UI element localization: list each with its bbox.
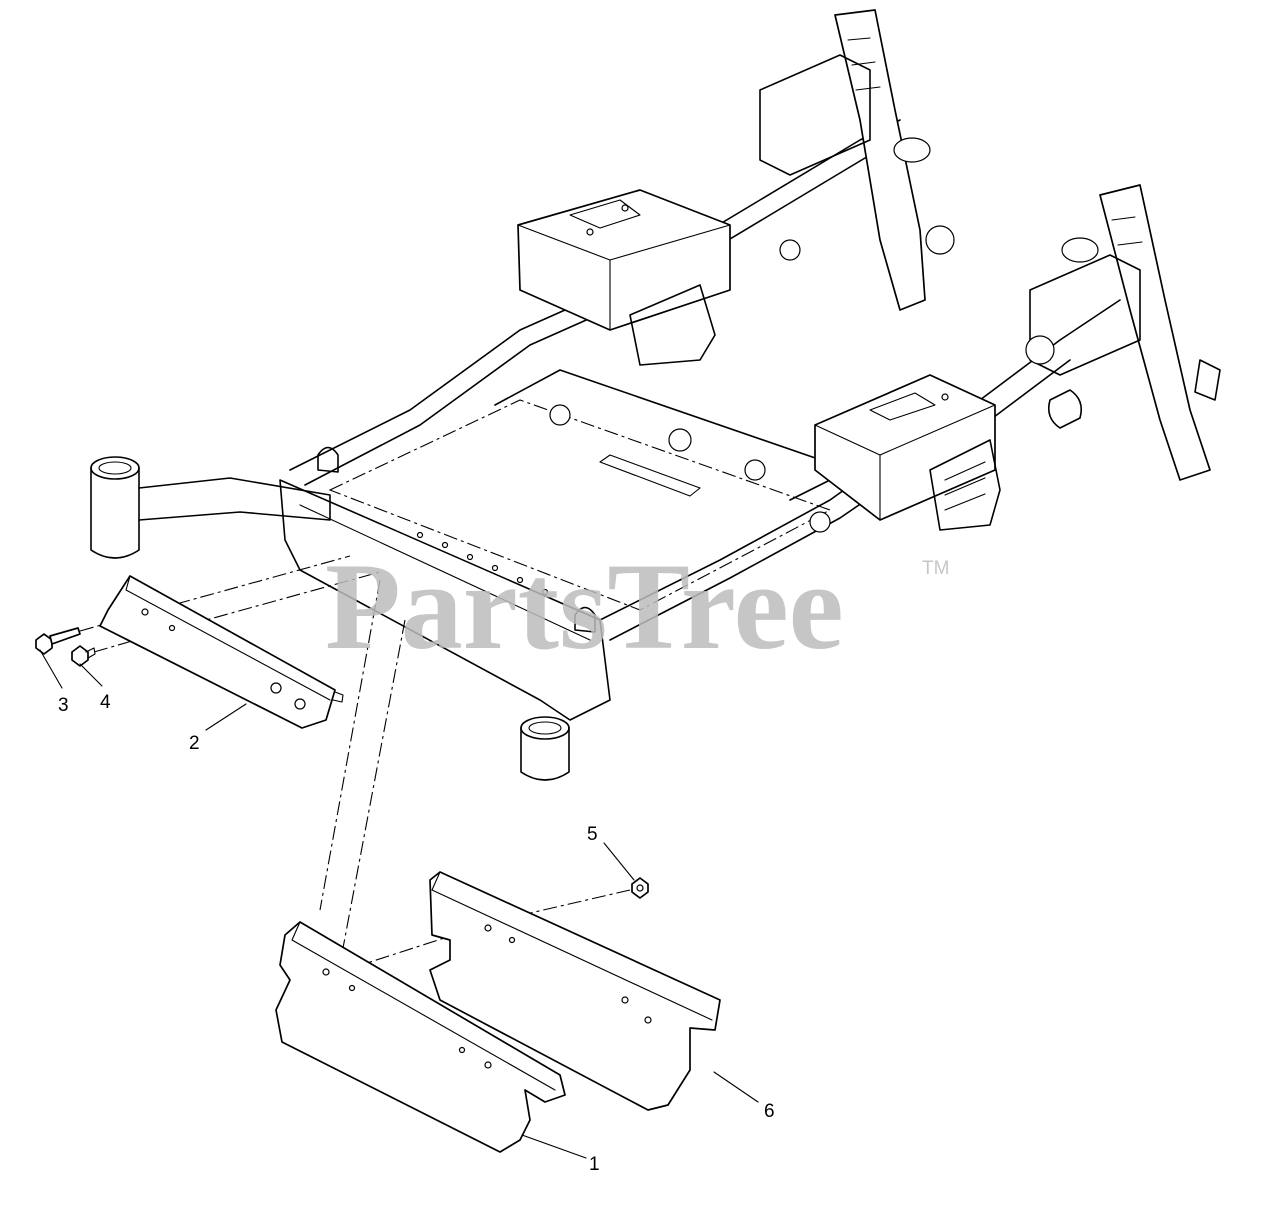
leader-5 bbox=[603, 842, 635, 881]
leader-2 bbox=[205, 703, 247, 731]
right-hydro-unit bbox=[929, 439, 1001, 531]
leader-6 bbox=[713, 1071, 759, 1103]
leader-3 bbox=[39, 649, 63, 689]
nut-part bbox=[631, 877, 649, 899]
rear-left-upright bbox=[759, 9, 955, 311]
mower-frame bbox=[90, 9, 1221, 781]
left-front-fitting bbox=[317, 446, 339, 473]
leader-1 bbox=[521, 1134, 587, 1159]
callout-2: 2 bbox=[189, 733, 200, 754]
callout-5: 5 bbox=[587, 824, 598, 845]
right-caster-tube bbox=[520, 716, 570, 781]
callout-3: 3 bbox=[58, 695, 69, 716]
rear-weight-plate bbox=[429, 871, 721, 1111]
partstree-watermark: PartsTree TM bbox=[325, 538, 949, 675]
callout-leaders bbox=[39, 649, 759, 1159]
front-cross-member bbox=[279, 479, 611, 721]
right-mount-bracket bbox=[814, 374, 996, 521]
watermark-trademark: TM bbox=[922, 558, 949, 579]
left-mount-bracket bbox=[517, 189, 731, 331]
front-member-holes bbox=[416, 531, 549, 596]
callout-4: 4 bbox=[100, 692, 111, 713]
right-front-fitting bbox=[574, 606, 596, 633]
watermark-brand: PartsTree bbox=[325, 538, 844, 675]
weight-mounting-bracket bbox=[99, 575, 344, 729]
callout-6: 6 bbox=[764, 1101, 775, 1122]
front-weight-plate bbox=[275, 921, 566, 1153]
flange-nut-part bbox=[71, 645, 96, 667]
leader-4 bbox=[79, 663, 103, 687]
bolt-part bbox=[35, 627, 81, 655]
callout-1: 1 bbox=[589, 1154, 600, 1175]
rear-right-upright bbox=[1025, 184, 1221, 481]
left-hydro-unit bbox=[629, 284, 716, 366]
left-caster-tube bbox=[90, 456, 331, 559]
